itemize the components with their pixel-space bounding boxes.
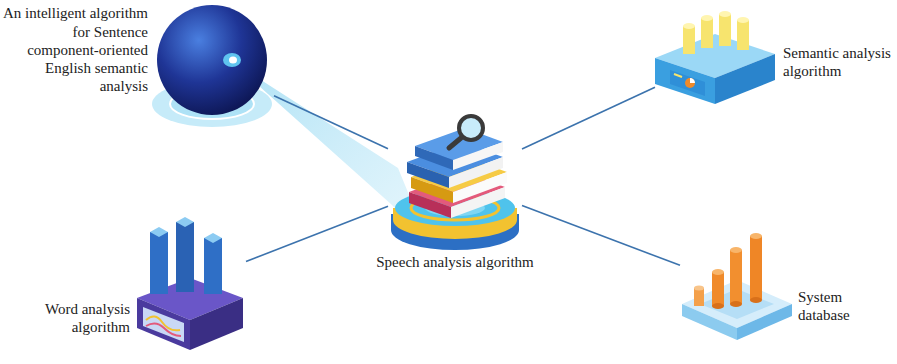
database-icon xyxy=(682,233,792,340)
node-label: Speech analysis algorithm xyxy=(365,253,545,271)
hub-node: Speech analysis algorithm xyxy=(388,112,522,248)
semantic-node: Semantic analysis algorithm xyxy=(655,12,777,106)
sphere-node: An intelligent algorithm for Sentence co… xyxy=(150,4,274,130)
connector-line xyxy=(274,96,388,149)
node-label: Word analysis algorithm xyxy=(18,300,130,337)
node-label: An intelligent algorithm for Sentence co… xyxy=(2,4,148,95)
connector-line xyxy=(246,206,388,261)
book-stack xyxy=(407,116,507,218)
semantic-device xyxy=(655,11,775,104)
magnifier-icon xyxy=(449,116,483,148)
node-label: System database xyxy=(798,288,896,325)
word-device xyxy=(137,217,243,350)
globe-sphere xyxy=(157,5,267,115)
word-node: Word analysis algorithm xyxy=(136,214,246,352)
connector-line xyxy=(522,87,655,149)
connector-line xyxy=(522,205,680,265)
database-node: System database xyxy=(680,232,794,342)
node-label: Semantic analysis algorithm xyxy=(783,44,893,81)
